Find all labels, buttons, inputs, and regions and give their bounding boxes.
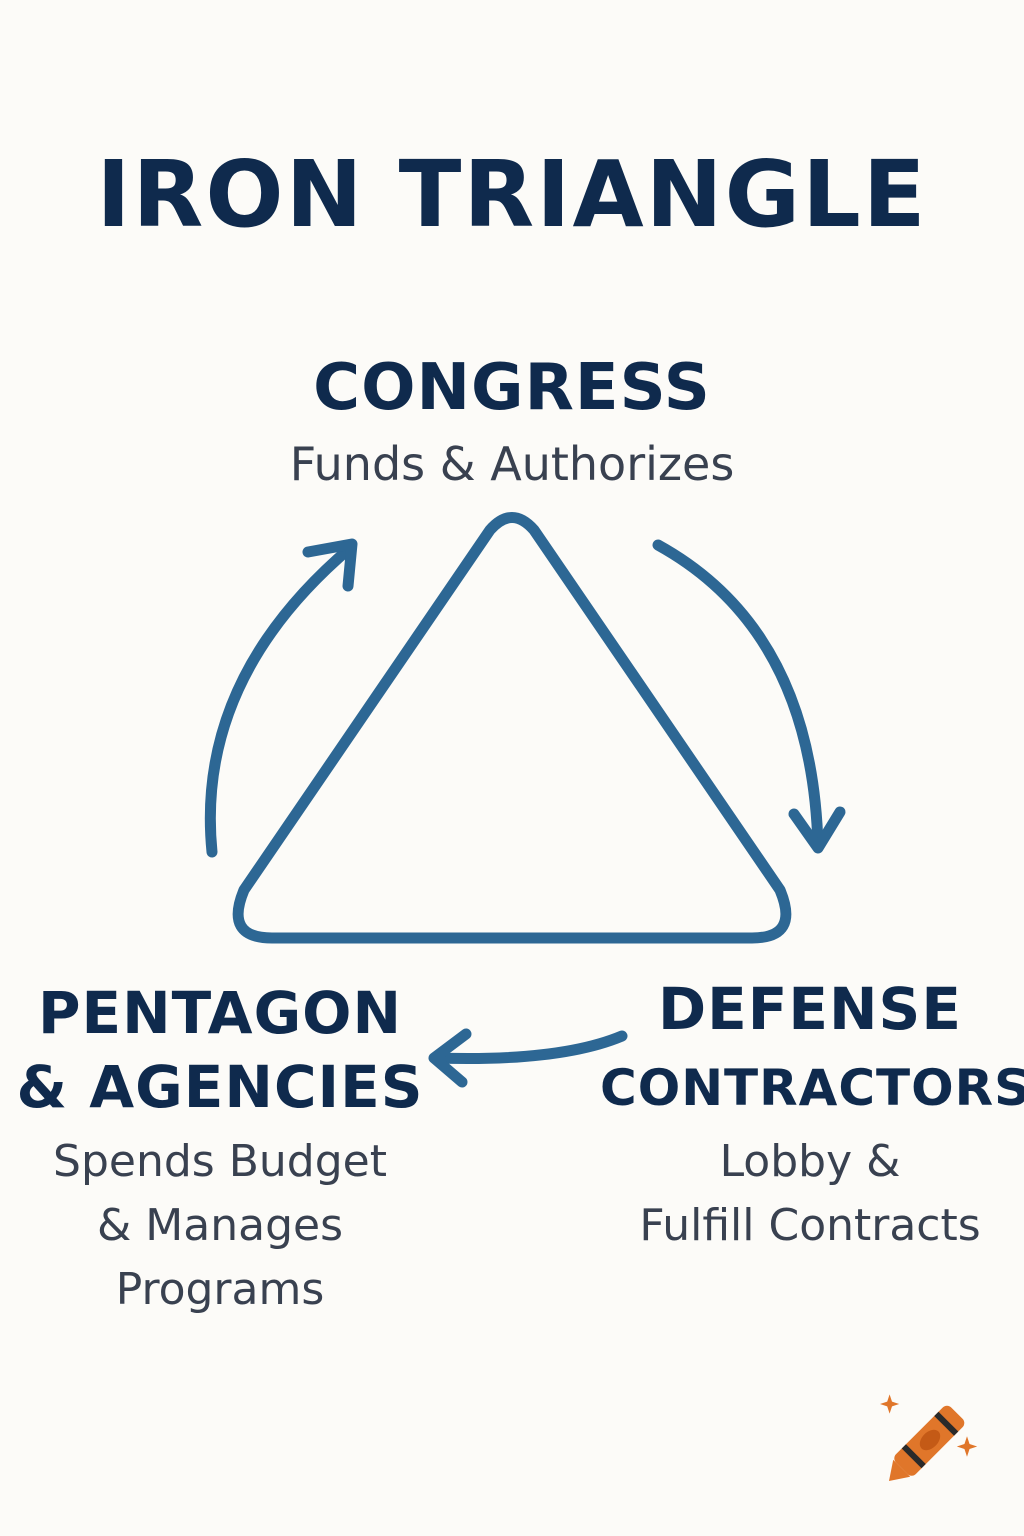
pentagon-role-line-3: Programs <box>115 1264 325 1315</box>
defense-role: Lobby & Fulfill Contracts <box>600 1130 1020 1258</box>
pentagon-role: Spends Budget & Manages Programs <box>10 1130 430 1322</box>
defense-heading-line-1: DEFENSE <box>658 975 962 1043</box>
defense-heading-line-2: CONTRACTORS <box>600 1059 1024 1117</box>
congress-role: Funds & Authorizes <box>289 437 735 491</box>
congress-heading: CONGRESS <box>313 351 711 425</box>
triangle-outline-icon <box>232 512 792 944</box>
pentagon-heading: PENTAGON & AGENCIES <box>10 976 430 1124</box>
crayon-icon <box>880 1394 978 1482</box>
defense-role-line-2: Fulfill Contracts <box>639 1200 981 1251</box>
curved-arrow-up-right-icon <box>204 538 358 858</box>
arrow-left-icon <box>428 1028 628 1088</box>
pentagon-heading-line-1: PENTAGON <box>37 979 403 1047</box>
pentagon-role-line-1: Spends Budget <box>53 1136 387 1187</box>
pentagon-heading-line-2: & AGENCIES <box>16 1053 424 1121</box>
curved-arrow-down-icon <box>652 539 846 854</box>
pentagon-role-line-2: & Manages <box>97 1200 343 1251</box>
page-title: IRON TRIANGLE <box>96 141 928 248</box>
defense-role-line-1: Lobby & <box>719 1136 901 1187</box>
